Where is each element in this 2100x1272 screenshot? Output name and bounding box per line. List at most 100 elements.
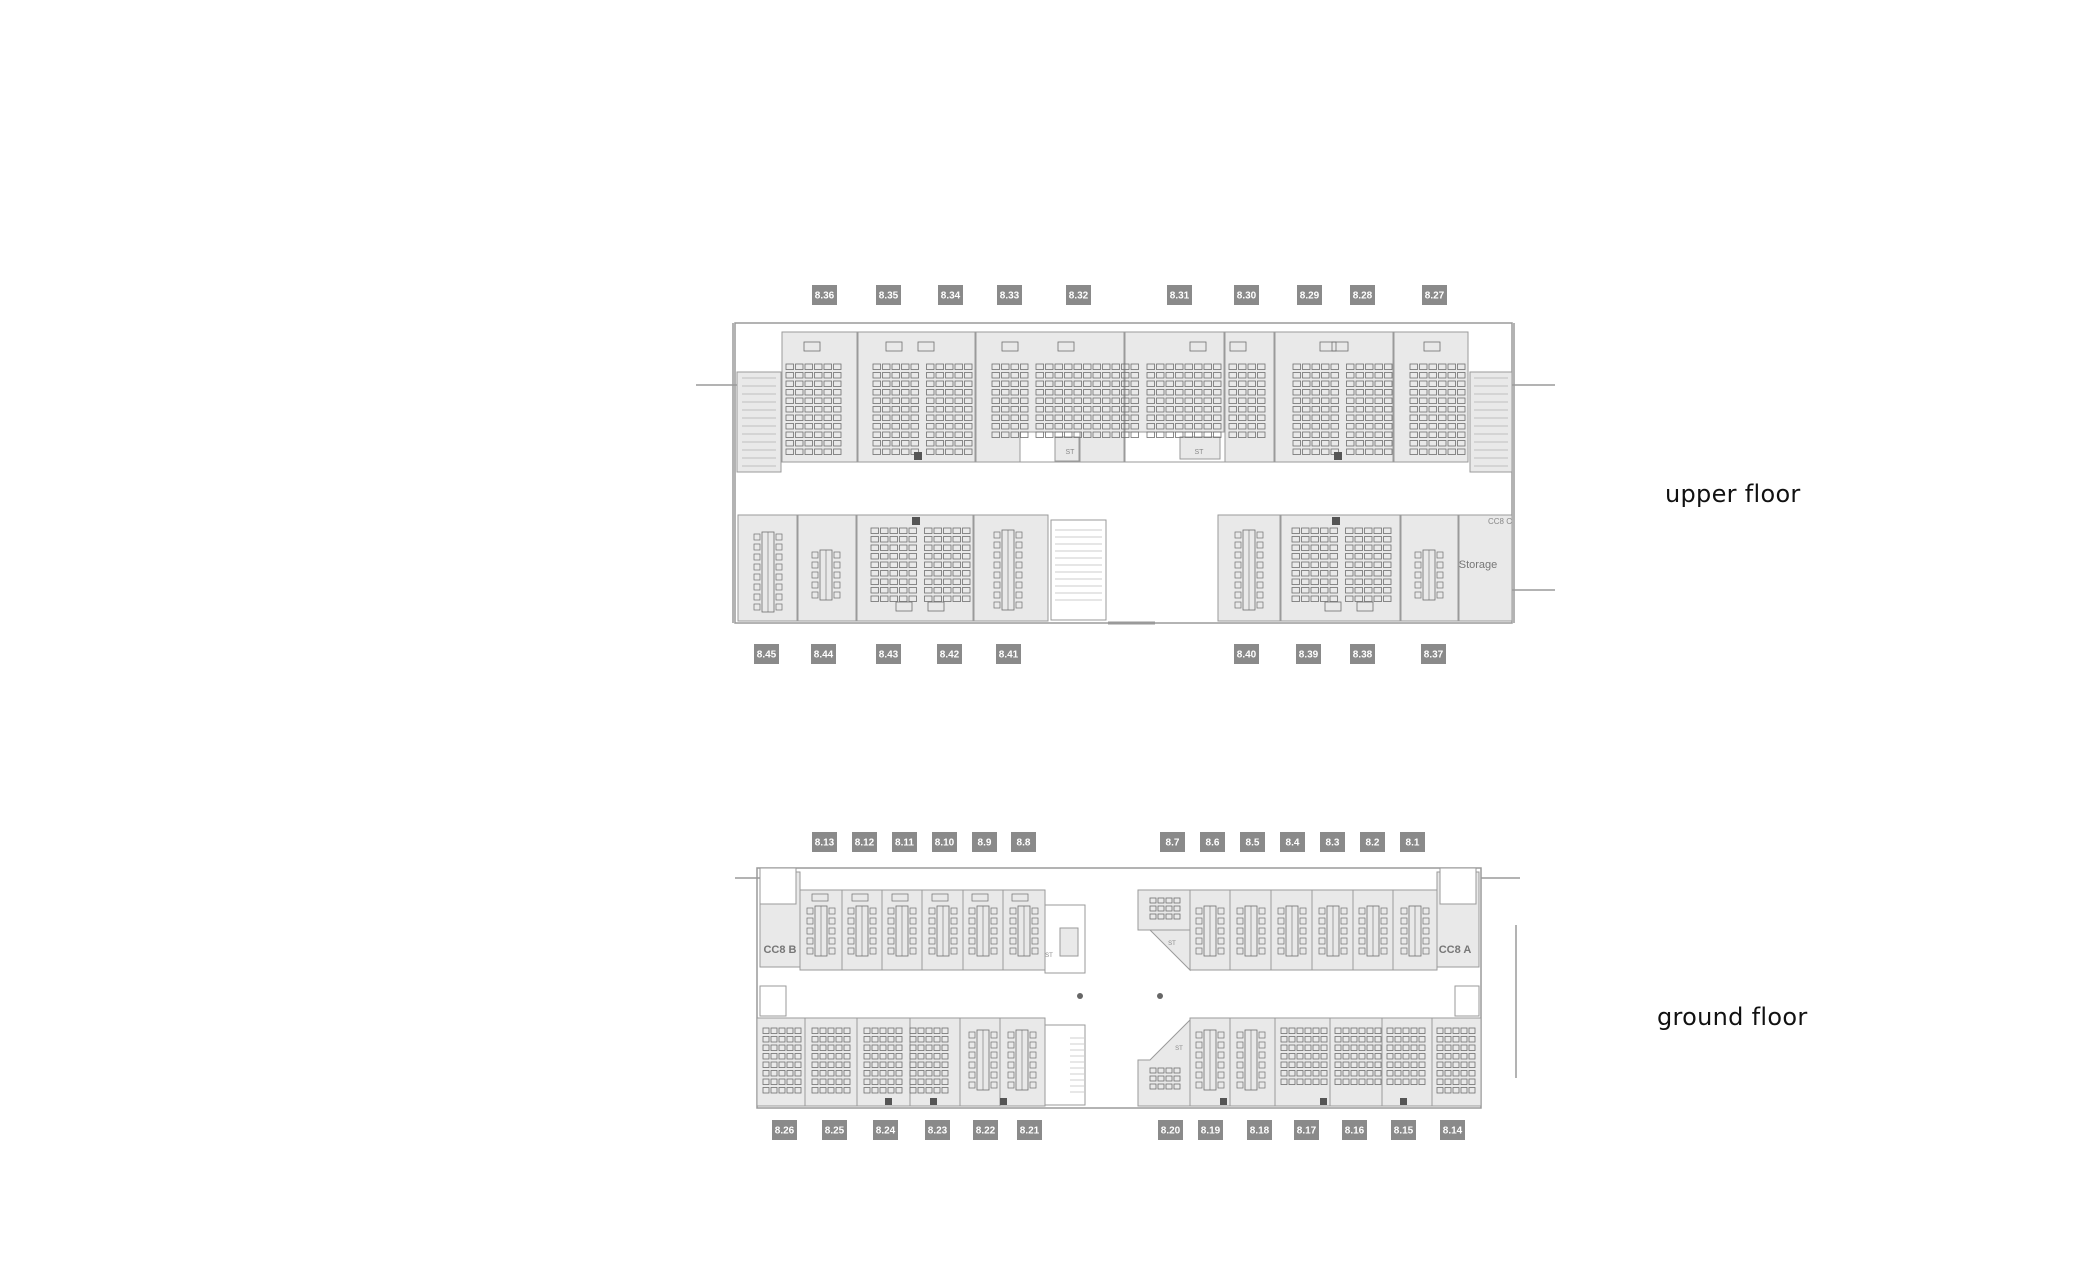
ground-top-tag-8-6: 8.6 — [1200, 832, 1225, 852]
seat — [1045, 431, 1054, 438]
seat — [1102, 423, 1111, 430]
seat — [962, 570, 971, 577]
seat — [935, 363, 944, 370]
seat — [1321, 389, 1330, 396]
chair — [1358, 907, 1366, 915]
seat — [935, 448, 944, 455]
seat — [1228, 431, 1237, 438]
room-tag-label: 8.26 — [775, 1126, 795, 1137]
seat — [1292, 431, 1301, 438]
seat — [833, 363, 842, 370]
chair — [1414, 581, 1422, 589]
seat — [1213, 372, 1222, 379]
seat — [901, 380, 910, 387]
seat — [833, 406, 842, 413]
seat — [1334, 1070, 1342, 1077]
seat — [1374, 1053, 1382, 1060]
ground-top-tag-8-3: 8.3 — [1320, 832, 1345, 852]
seat — [901, 363, 910, 370]
seat — [1386, 1036, 1394, 1043]
room-tag-label: 8.13 — [815, 838, 835, 849]
chair — [1277, 947, 1285, 955]
seat — [1402, 1044, 1410, 1051]
seminar-room-upper-6 — [1400, 514, 1459, 622]
seat — [945, 414, 954, 421]
seat — [1083, 414, 1092, 421]
seat — [1292, 406, 1301, 413]
chair — [990, 907, 998, 915]
seat — [1304, 1036, 1312, 1043]
seat — [1083, 389, 1092, 396]
seat — [833, 440, 842, 447]
chair — [1234, 581, 1242, 589]
seat — [814, 372, 823, 379]
ground-bottom-tag-8-14: 8.14 — [1440, 1120, 1465, 1140]
seat — [843, 1053, 851, 1060]
chair — [1234, 531, 1242, 539]
upper-bottom-tag-8-44: 8.44 — [811, 644, 836, 664]
seat — [823, 414, 832, 421]
table-cluster — [1414, 549, 1444, 601]
seat — [1157, 905, 1165, 912]
seat — [1311, 414, 1320, 421]
room-tag-box — [1240, 832, 1265, 852]
seat — [1452, 1078, 1460, 1085]
seat — [1419, 380, 1428, 387]
seat — [1238, 406, 1247, 413]
chair — [1358, 917, 1366, 925]
table-cluster — [928, 905, 958, 957]
seat — [804, 448, 813, 455]
seat — [917, 1053, 925, 1060]
room-tag-label: 8.23 — [928, 1126, 948, 1137]
chair — [968, 907, 976, 915]
ground-top-tag-8-1: 8.1 — [1400, 832, 1425, 852]
seat — [909, 1036, 917, 1043]
seat — [1374, 1061, 1382, 1068]
seat — [1410, 1027, 1418, 1034]
seat — [833, 389, 842, 396]
seat — [1213, 431, 1222, 438]
seat — [795, 414, 804, 421]
seat — [1092, 397, 1101, 404]
seat — [933, 527, 942, 534]
table-cluster — [1234, 529, 1264, 611]
seat — [1384, 414, 1393, 421]
seat — [811, 1027, 819, 1034]
seat — [1468, 1070, 1476, 1077]
seat — [1355, 406, 1364, 413]
seat — [1457, 431, 1466, 438]
room-tag-box — [811, 644, 836, 664]
seat — [964, 363, 973, 370]
seat — [964, 431, 973, 438]
seat — [1330, 414, 1339, 421]
seat — [964, 397, 973, 404]
seat — [941, 1070, 949, 1077]
seat — [1020, 423, 1029, 430]
seat — [910, 389, 919, 396]
seat — [945, 440, 954, 447]
chair — [1318, 947, 1326, 955]
seat — [1035, 363, 1044, 370]
seat — [1165, 414, 1174, 421]
seat — [1073, 397, 1082, 404]
seat — [823, 380, 832, 387]
seat — [1365, 380, 1374, 387]
seat — [879, 1027, 887, 1034]
seat — [943, 587, 952, 594]
seat — [872, 448, 881, 455]
chair — [928, 907, 936, 915]
seat — [1291, 527, 1300, 534]
seat — [1321, 448, 1330, 455]
seat — [1444, 1044, 1452, 1051]
seat — [785, 363, 794, 370]
chair — [1007, 1061, 1015, 1069]
seat — [1165, 1083, 1173, 1090]
seat — [1365, 440, 1374, 447]
seat — [871, 1070, 879, 1077]
seat — [1045, 363, 1054, 370]
seat — [1001, 389, 1010, 396]
room-tag-box — [892, 832, 917, 852]
room-tag-label: 8.34 — [941, 291, 961, 302]
room-tag-box — [938, 285, 963, 305]
